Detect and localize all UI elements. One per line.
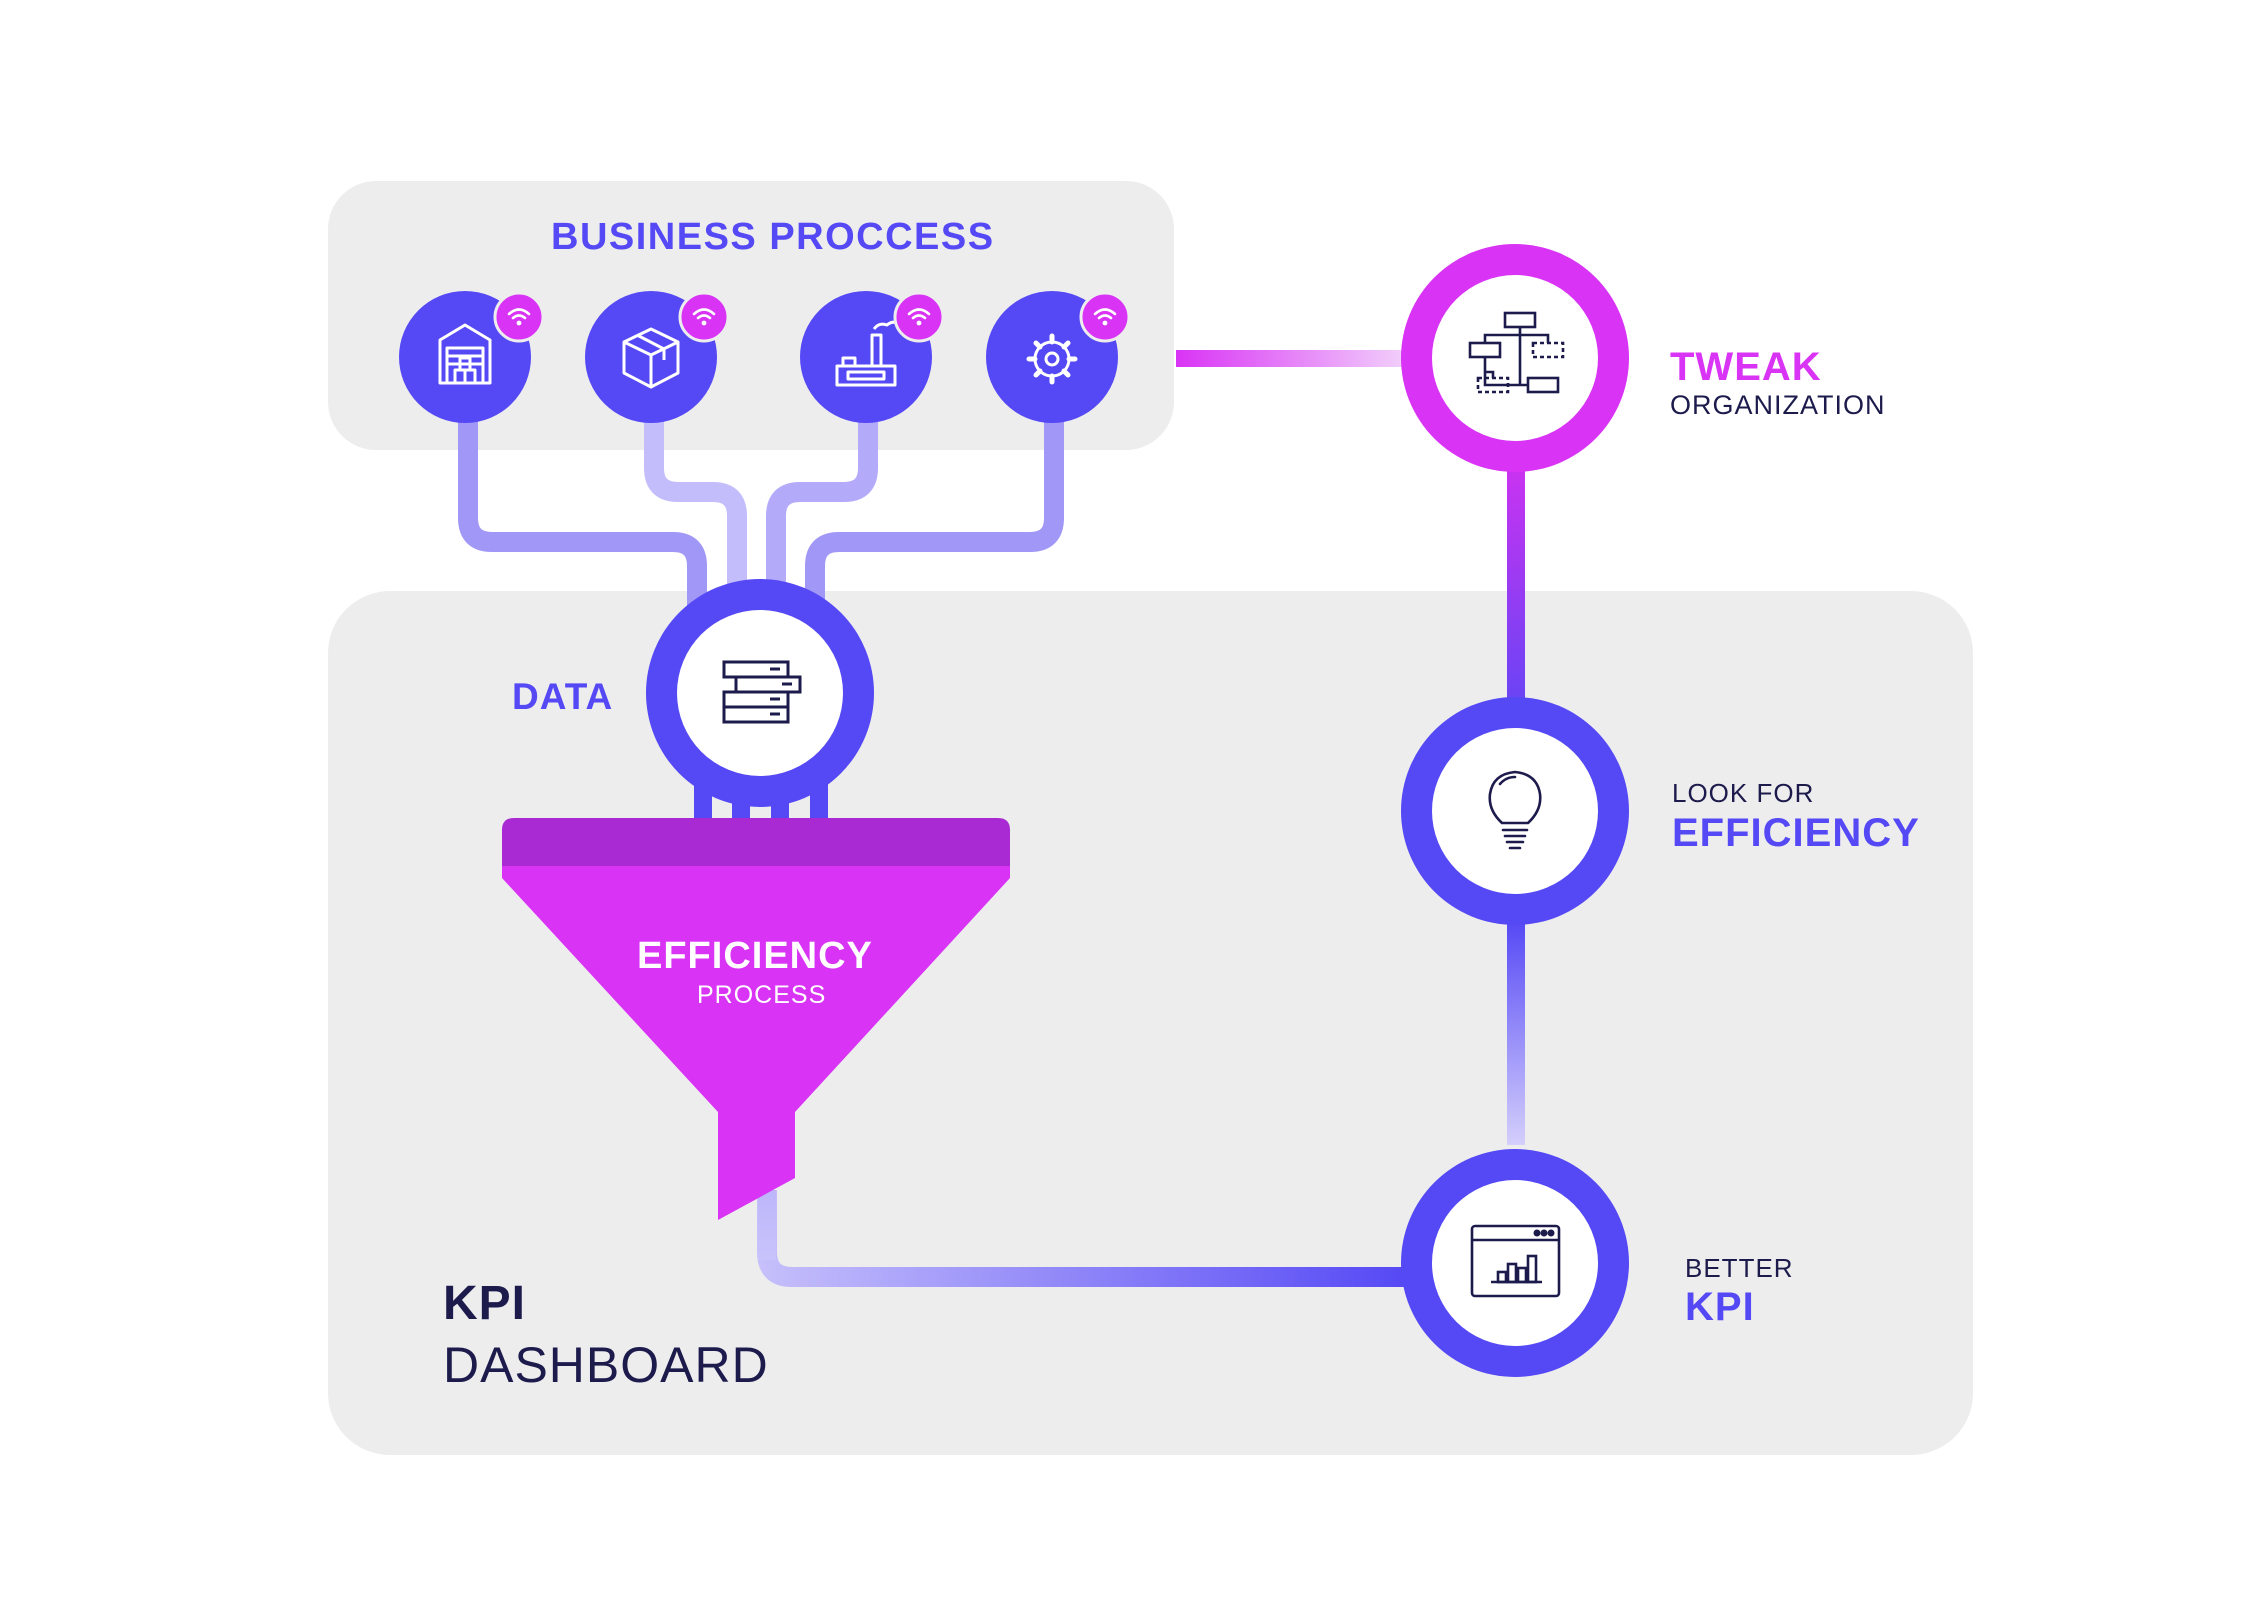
connector-look-to-better [1507,920,1525,1145]
data-node [646,579,874,807]
badge-package [678,291,730,343]
pipe-factory [766,408,878,650]
pipe-warehouse [458,408,707,650]
factory-icon [835,320,899,387]
funnel-title: EFFICIENCY [637,935,873,977]
look-node [1401,697,1629,925]
source-package [585,291,730,423]
better-subtitle: KPI [1685,1285,1755,1329]
pipe-package [644,408,747,650]
badge-factory [893,291,945,343]
source-factory [800,291,945,423]
wifi-icon [1093,308,1117,320]
pipe-gear [805,408,1064,650]
better-node [1401,1149,1629,1377]
source-gear [986,291,1131,423]
connector-business-to-tweak [1176,350,1410,367]
tweak-subtitle: ORGANIZATION [1670,390,1886,420]
server-stack-icon [722,660,802,724]
look-subtitle: EFFICIENCY [1672,811,1920,855]
business-process-panel [328,181,1174,450]
badge-gear [1079,291,1131,343]
lightbulb-icon [1488,770,1542,850]
source-warehouse [399,291,545,423]
source-pipes [458,408,1064,650]
dashboard-chart-icon [1470,1224,1561,1298]
tweak-title: TWEAK [1670,345,1822,389]
data-label: DATA [512,676,614,717]
package-box-icon [622,327,680,389]
funnel-body [502,866,1010,1220]
business-process-title: BUSINESS PROCCESS [551,216,995,258]
better-title: BETTER [1685,1253,1794,1283]
kpi-dashboard-subtitle: DASHBOARD [443,1337,769,1393]
wifi-icon [907,308,931,320]
funnel-spout-pipe [758,1190,776,1260]
warehouse-icon [438,323,492,385]
connector-tweak-to-look [1507,470,1525,702]
funnel-subtitle: PROCESS [697,981,827,1009]
kpi-dashboard-title: KPI [443,1277,527,1330]
org-chart-icon [1468,311,1565,394]
funnel-rim [502,818,1010,866]
wifi-icon [692,308,716,320]
badge-warehouse [493,291,545,343]
wifi-icon [507,308,531,320]
tweak-node [1401,244,1629,472]
look-title: LOOK FOR [1672,778,1815,808]
gear-icon [1026,333,1078,385]
efficiency-funnel [502,818,1010,1220]
